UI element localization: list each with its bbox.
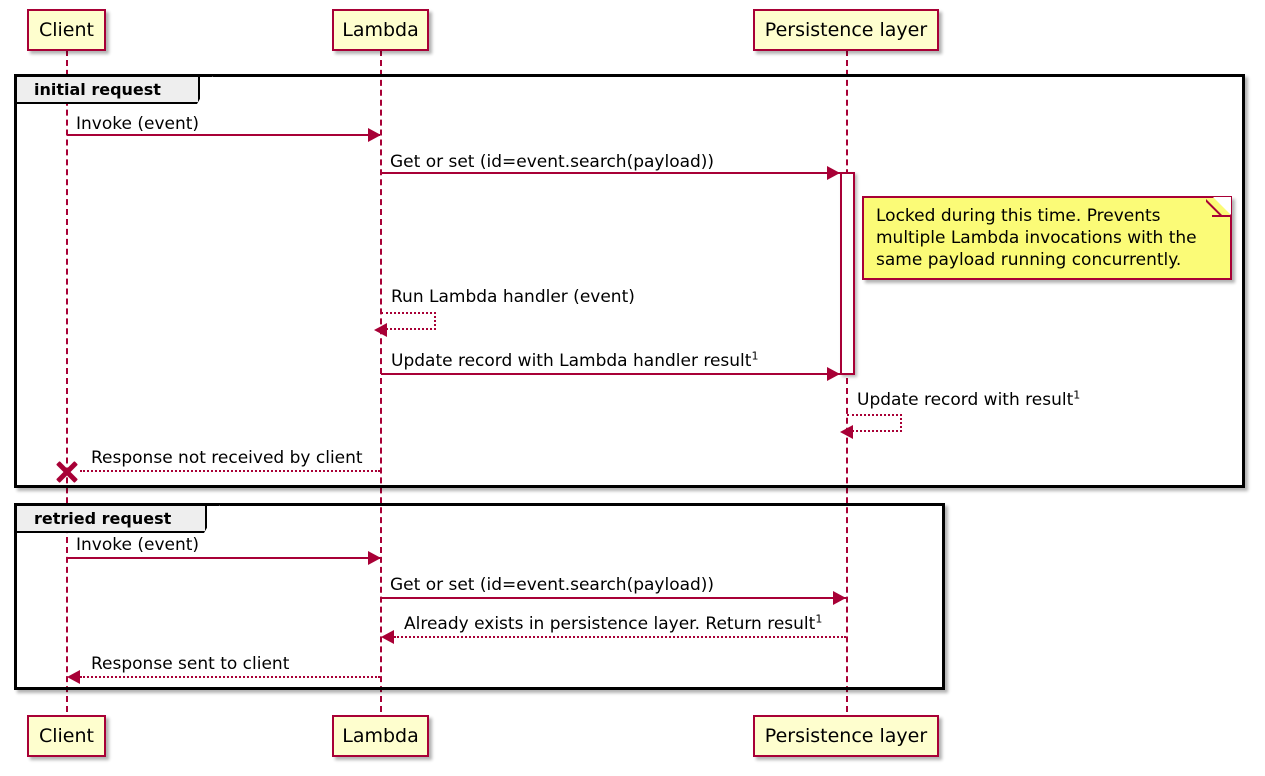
message-label-run-lambda-handler: Run Lambda handler (event) <box>391 287 635 307</box>
note-line-2: multiple Lambda invocations with the <box>876 227 1197 248</box>
footnote-marker: 1 <box>1073 388 1081 402</box>
footnote-marker: 1 <box>815 612 823 626</box>
participant-label: Lambda <box>342 724 419 747</box>
participant-persistence-header[interactable]: Persistence layer <box>753 9 939 51</box>
destroy-marker-icon <box>54 459 80 485</box>
participant-label: Client <box>38 18 94 41</box>
message-arrowhead-response-sent-to-client <box>67 670 80 684</box>
note-fold-line-icon <box>1206 197 1231 222</box>
message-label-response-not-received: Response not received by client <box>91 448 363 468</box>
message-selfloop-update-record-with-result <box>847 414 902 432</box>
activation-bar-persistence <box>840 172 855 375</box>
lifeline-client <box>66 50 68 712</box>
message-label-update-record-with-result: Update record with result1 <box>857 388 1081 410</box>
message-arrowhead-run-lambda-handler <box>374 323 387 337</box>
note-fold-edge-icon <box>1212 215 1231 217</box>
note-line-1: Locked during this time. Prevents <box>876 206 1161 226</box>
frame-retried-request <box>14 503 945 690</box>
frame-initial-request <box>14 74 1245 488</box>
message-arrowhead-already-exists <box>381 630 394 644</box>
frame-label: initial request <box>34 80 161 99</box>
lifeline-lambda <box>380 50 382 712</box>
participant-label: Persistence layer <box>764 724 928 747</box>
participant-lambda-footer[interactable]: Lambda <box>332 715 429 757</box>
frame-retried-request-tab: retried request <box>17 505 220 533</box>
message-label-invoke-event-1: Invoke (event) <box>76 114 200 134</box>
message-label-response-sent-to-client: Response sent to client <box>91 654 290 674</box>
participant-lambda-header[interactable]: Lambda <box>332 9 429 51</box>
message-arrowhead-invoke-event-2 <box>368 551 381 565</box>
participant-label: Client <box>38 724 94 747</box>
message-label-get-or-set-1: Get or set (id=event.search(payload)) <box>390 152 715 172</box>
message-label-get-or-set-2: Get or set (id=event.search(payload)) <box>390 575 715 595</box>
participant-client-header[interactable]: Client <box>27 9 106 51</box>
message-line-already-exists <box>394 636 846 638</box>
message-line-update-record-lambda-handler-result <box>381 373 840 375</box>
note-locked-during-this-time: Locked during this time. Prevents multip… <box>862 196 1232 280</box>
note-line-3: same payload running concurrently. <box>876 249 1182 270</box>
frame-label: retried request <box>34 509 172 528</box>
message-label-update-record-lambda-handler-result: Update record with Lambda handler result… <box>391 349 759 371</box>
message-arrowhead-get-or-set-2 <box>833 591 846 605</box>
frame-initial-request-tab: initial request <box>17 76 213 104</box>
lifeline-persistence <box>846 50 848 712</box>
participant-label: Lambda <box>342 18 419 41</box>
message-arrowhead-get-or-set-1 <box>827 166 840 180</box>
participant-label: Persistence layer <box>764 18 928 41</box>
message-line-invoke-event-2 <box>67 557 380 559</box>
message-selfloop-run-lambda-handler <box>381 312 436 330</box>
message-line-response-sent-to-client <box>80 676 380 678</box>
message-line-invoke-event-1 <box>67 134 380 136</box>
message-line-response-not-received <box>80 470 380 472</box>
message-label-invoke-event-2: Invoke (event) <box>76 535 200 555</box>
participant-client-footer[interactable]: Client <box>27 715 106 757</box>
footnote-marker: 1 <box>751 349 759 363</box>
message-line-get-or-set-2 <box>381 597 846 599</box>
message-line-get-or-set-1 <box>381 172 840 174</box>
participant-persistence-footer[interactable]: Persistence layer <box>753 715 939 757</box>
message-arrowhead-update-record-lambda-handler-result <box>827 367 840 381</box>
message-arrowhead-invoke-event-1 <box>368 128 381 142</box>
message-label-already-exists: Already exists in persistence layer. Ret… <box>404 612 823 634</box>
message-arrowhead-update-record-with-result <box>840 425 853 439</box>
